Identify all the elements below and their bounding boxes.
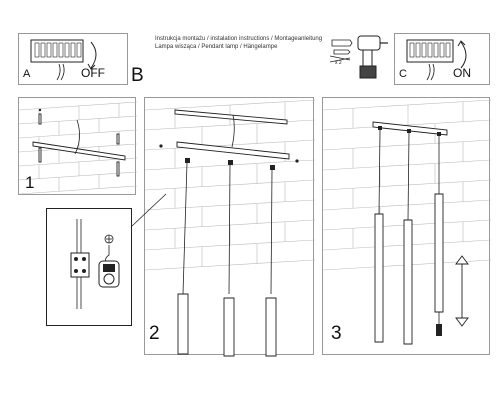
step-2-number: 2: [149, 323, 160, 344]
drill-and-anchors-illustration: [329, 35, 388, 79]
fuse-box-on-illustration: [406, 39, 467, 81]
anchor-count: x 2: [335, 60, 342, 66]
header-subtitle: Lampa wisząca / Pendant lamp / Hängelamp…: [155, 44, 278, 50]
step-3-panel: 3: [322, 97, 492, 355]
panel-a-letter: A: [23, 68, 31, 80]
panel-c: C ON: [394, 33, 490, 85]
terminal-block-illustration: [70, 219, 120, 309]
step-1-number: 1: [25, 173, 35, 192]
inset-pointer-line: [131, 193, 167, 227]
panel-a: A OFF: [18, 33, 128, 85]
step-3-illustration: [322, 99, 492, 345]
ceiling-brick-pattern: [18, 101, 138, 195]
step-1-panel: 1: [18, 97, 138, 195]
off-label: OFF: [81, 66, 105, 80]
panel-b-letter: B: [131, 65, 144, 86]
panel-c-letter: C: [399, 68, 407, 80]
step-2-panel: 2: [144, 97, 316, 357]
on-label: ON: [453, 66, 471, 80]
header-title: Instrukcja montażu / instalation instruc…: [155, 36, 323, 42]
step-2-illustration: [144, 99, 316, 357]
wiring-detail-inset: [46, 208, 132, 326]
fuse-box-off-illustration: [30, 39, 97, 81]
step-3-number: 3: [331, 323, 342, 344]
